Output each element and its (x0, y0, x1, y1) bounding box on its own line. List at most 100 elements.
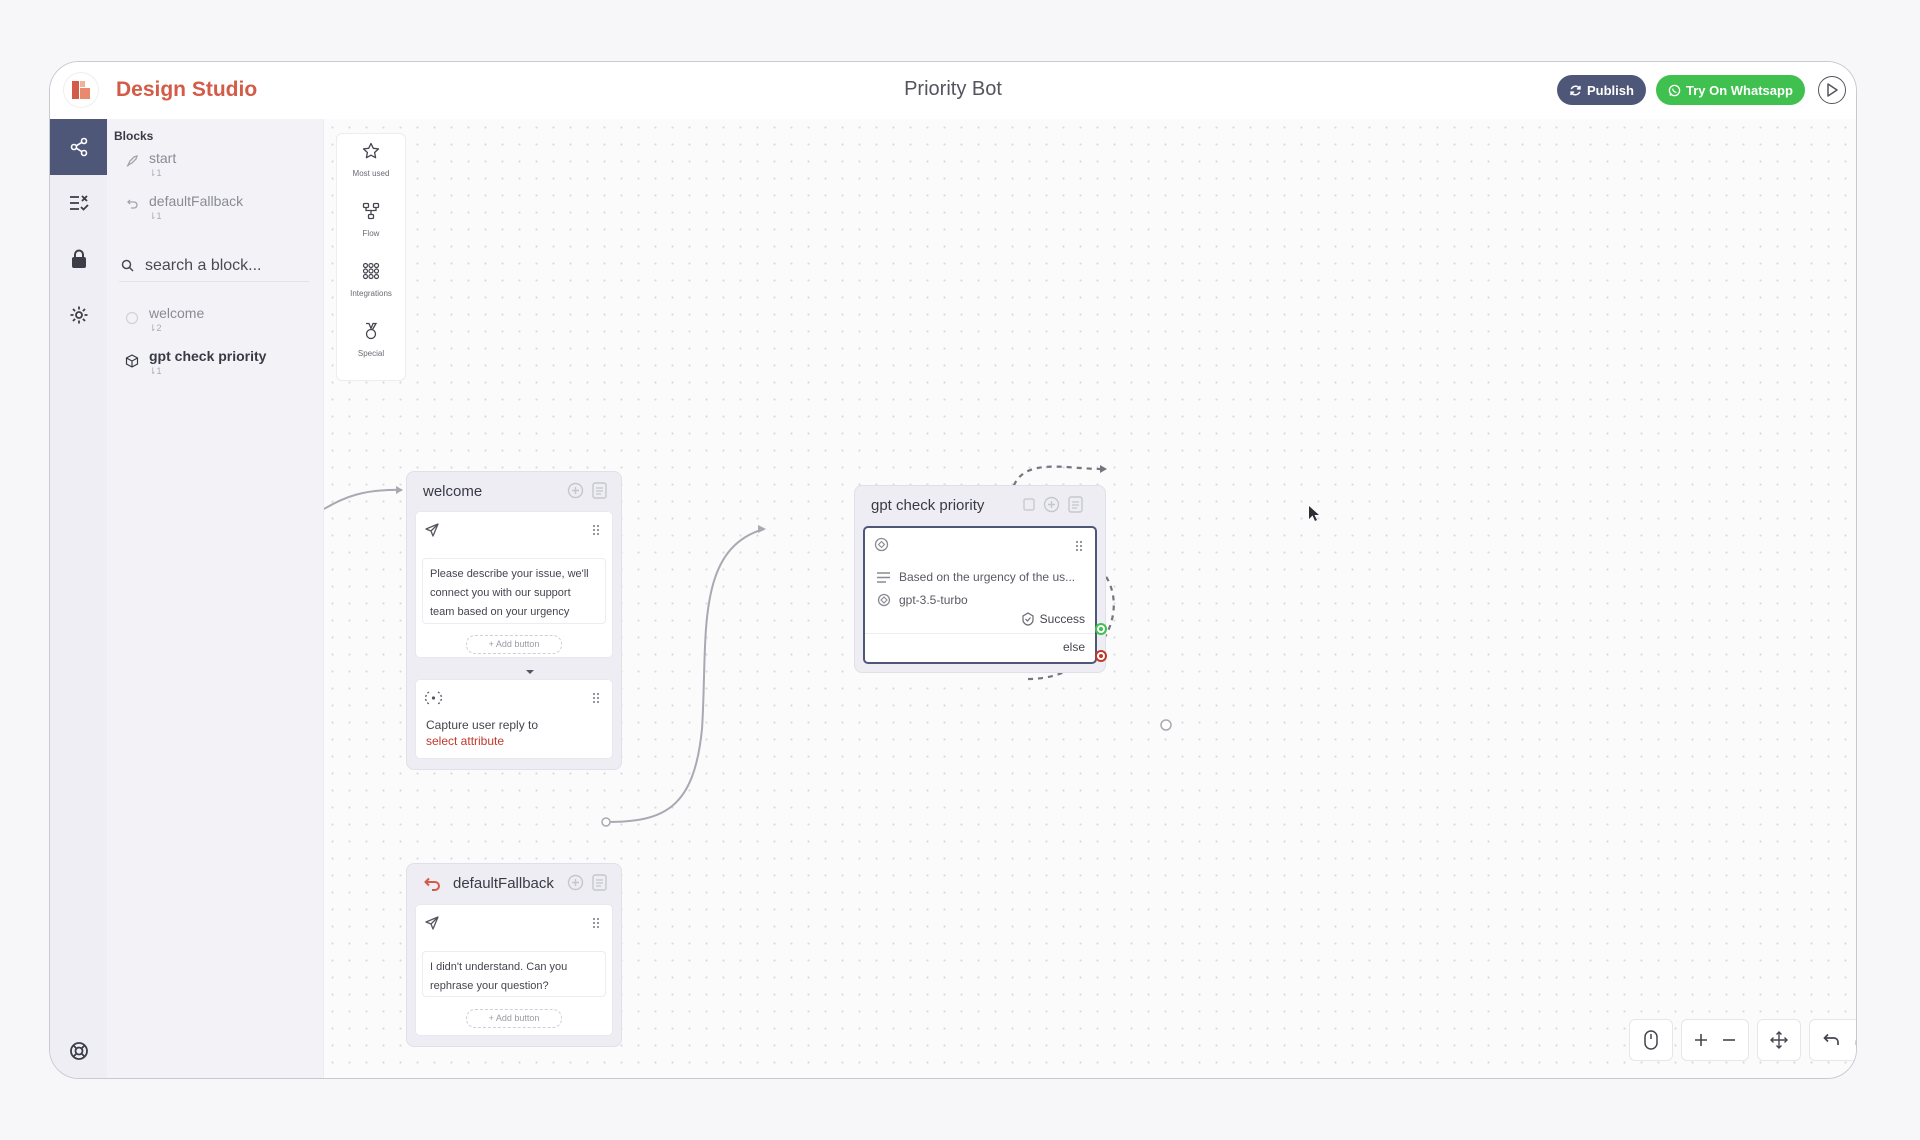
node-defaultfallback[interactable]: defaultFallback I didn't understa (406, 863, 622, 1047)
whatsapp-label: Try On Whatsapp (1686, 82, 1793, 98)
rail-help[interactable] (50, 1023, 107, 1078)
prompt-preview: Based on the urgency of the us... (899, 570, 1076, 584)
block-connection-count: ⇂1 (149, 211, 162, 221)
block-name: start (149, 150, 177, 166)
openai-icon (125, 311, 139, 325)
list-check-icon (69, 195, 89, 211)
connections-layer (324, 465, 1319, 827)
search-input[interactable] (143, 253, 307, 279)
palette-most-used[interactable]: Most used (337, 134, 405, 194)
cube-icon (125, 354, 139, 368)
gear-icon (70, 306, 87, 324)
chevron-down-icon (526, 670, 534, 674)
whatsapp-icon (1668, 84, 1681, 96)
drag-handle-icon[interactable] (592, 917, 600, 929)
rail-checklist[interactable] (50, 175, 107, 231)
redo-icon[interactable] (1854, 1033, 1857, 1047)
palette-integrations[interactable]: Integrations (337, 254, 405, 314)
gpt-card[interactable]: Based on the urgency of the us... gpt-3.… (863, 526, 1097, 664)
block-connection-count: ⇂2 (149, 323, 162, 333)
ai-icon[interactable] (567, 874, 584, 891)
history-controls (1809, 1019, 1857, 1061)
drag-handle-icon[interactable] (592, 524, 600, 536)
block-name: welcome (149, 305, 205, 321)
logo-icon (72, 81, 90, 99)
message-text[interactable]: I didn't understand. Can you rephrase yo… (422, 951, 606, 997)
send-icon (425, 916, 439, 930)
rail-settings[interactable] (50, 287, 107, 343)
search-icon (121, 259, 134, 272)
edge-welcome-gpt (605, 528, 765, 823)
palette-special[interactable]: Special (337, 314, 405, 374)
ai-icon[interactable] (567, 482, 584, 499)
publish-button[interactable]: Publish (1557, 75, 1646, 105)
block-connection-count: ⇂1 (149, 168, 162, 178)
capture-icon (425, 691, 442, 705)
play-icon (1827, 83, 1838, 97)
lock-icon (71, 249, 86, 268)
block-name: defaultFallback (149, 193, 244, 209)
drag-handle-icon[interactable] (1075, 540, 1083, 552)
bot-title: Priority Bot (904, 78, 1002, 100)
mouse-icon (1644, 1030, 1658, 1050)
move-icon (1770, 1031, 1788, 1049)
play-button[interactable] (1818, 76, 1846, 104)
grid-icon (362, 262, 380, 280)
blocks-panel: Blocks start ⇂1 defaultFallback ⇂1 (107, 119, 324, 1078)
zoom-in-icon[interactable] (1694, 1033, 1708, 1047)
message-card[interactable]: I didn't understand. Can you rephrase yo… (415, 904, 613, 1036)
share-icon (70, 137, 87, 157)
copy-icon[interactable] (1023, 496, 1035, 513)
send-icon (425, 523, 439, 537)
rail-lock[interactable] (50, 231, 107, 287)
star-icon (362, 142, 380, 159)
cursor-icon (1309, 506, 1319, 521)
medal-icon (365, 322, 378, 340)
fit-view-button[interactable] (1757, 1019, 1801, 1061)
drag-handle-icon[interactable] (592, 692, 600, 704)
publish-label: Publish (1587, 82, 1634, 98)
node-title: welcome (423, 483, 483, 500)
lifebuoy-icon (69, 1042, 88, 1060)
block-connection-count: ⇂1 (149, 366, 162, 376)
block-palette: Most used Flow (336, 133, 406, 381)
else-port[interactable] (1095, 650, 1107, 662)
ai-icon[interactable] (1043, 496, 1060, 513)
note-icon[interactable] (1068, 496, 1083, 513)
capture-card[interactable]: Capture user reply to select attribute (415, 679, 613, 759)
node-gpt-check-priority[interactable]: gpt check priority (854, 485, 1107, 673)
zoom-controls (1681, 1019, 1749, 1061)
text-lines-icon (877, 572, 890, 583)
select-attribute-link[interactable]: select attribute (426, 734, 505, 748)
app-window: Design Studio Priority Bot Publish Try O… (49, 61, 1857, 1079)
message-card[interactable]: Please describe your issue, we'll connec… (415, 511, 613, 658)
else-label: else (1062, 640, 1085, 654)
block-name: gpt check priority (149, 348, 267, 364)
success-port[interactable] (1095, 623, 1107, 635)
refresh-icon (1570, 85, 1581, 95)
model-name: gpt-3.5-turbo (899, 593, 968, 607)
shield-check-icon (1022, 612, 1034, 626)
add-button[interactable]: + Add button (466, 1009, 562, 1028)
rocket-icon (126, 154, 139, 167)
openai-icon (877, 593, 891, 607)
node-welcome[interactable]: welcome Please describe your issu (406, 471, 622, 770)
note-icon[interactable] (592, 874, 607, 891)
mouse-mode-button[interactable] (1629, 1019, 1673, 1061)
block-search (119, 251, 309, 282)
rail-flow[interactable] (50, 119, 107, 175)
note-icon[interactable] (592, 482, 607, 499)
undo-icon[interactable] (1822, 1033, 1840, 1047)
flow-icon (362, 202, 380, 220)
palette-flow[interactable]: Flow (337, 194, 405, 254)
zoom-out-icon[interactable] (1722, 1033, 1736, 1047)
add-button[interactable]: + Add button (466, 635, 562, 654)
try-whatsapp-button[interactable]: Try On Whatsapp (1656, 75, 1805, 105)
message-text[interactable]: Please describe your issue, we'll connec… (422, 558, 606, 624)
app-logo[interactable] (63, 72, 99, 108)
success-label: Success (1039, 612, 1085, 626)
success-branch: Success (1021, 612, 1085, 626)
undo-icon (424, 877, 440, 891)
node-title: defaultFallback (453, 875, 554, 892)
flow-canvas[interactable]: Most used Flow (324, 119, 1856, 1078)
